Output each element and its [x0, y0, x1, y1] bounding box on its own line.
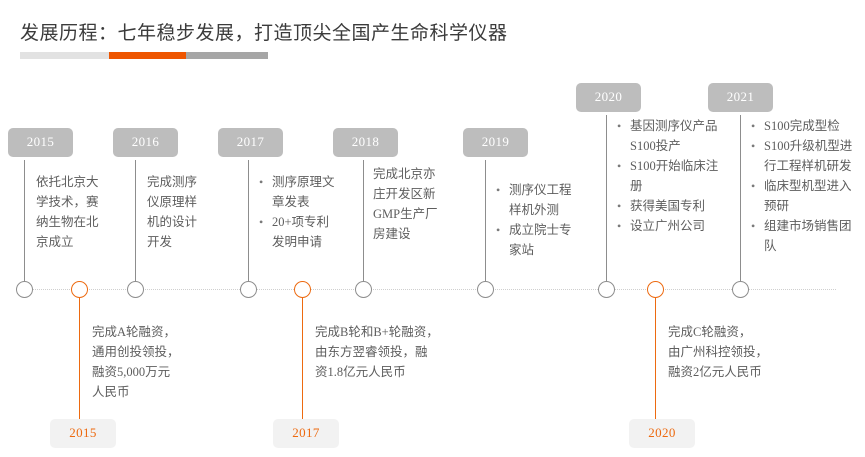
- timeline-node-gray-7[interactable]: [477, 281, 494, 298]
- timeline-node-gray-1[interactable]: [16, 281, 33, 298]
- title-block: 发展历程：七年稳步发展，打造顶尖全国产生命科学仪器: [20, 18, 840, 59]
- list-item: S100完成型检: [751, 116, 854, 136]
- rule-segment-orange: [109, 52, 187, 59]
- timeline-node-gray-3[interactable]: [127, 281, 144, 298]
- list-item: 临床型机型进入预研: [751, 176, 854, 216]
- funding-stem-2015: [79, 297, 80, 419]
- milestone-year-chip-2021[interactable]: 2021: [708, 83, 773, 112]
- milestone-list-2020: 基因测序仪产品S100投产S100开始临床注册获得美国专利设立广州公司: [616, 116, 722, 236]
- milestone-body-2019: 测序仪工程样机外测成立院士专家站: [495, 180, 573, 260]
- funding-year-chip-2015[interactable]: 2015: [50, 419, 116, 448]
- funding-year-chip-2017[interactable]: 2017: [273, 419, 339, 448]
- timeline-node-gray-6[interactable]: [355, 281, 372, 298]
- milestone-stem-2018: [363, 160, 364, 281]
- funding-text-line: 由广州科控领投，: [668, 345, 769, 359]
- funding-body-2015: 完成A轮融资， 通用创投领投， 融资5,000万元人民币: [92, 322, 180, 402]
- milestone-stem-2015: [24, 160, 25, 281]
- list-item: 基因测序仪产品S100投产: [617, 116, 722, 156]
- funding-text-line: 融资5,000万元: [92, 365, 171, 379]
- list-item: S100开始临床注册: [617, 156, 722, 196]
- milestone-list-2019: 测序仪工程样机外测成立院士专家站: [495, 180, 573, 260]
- timeline-node-orange-5[interactable]: [294, 281, 311, 298]
- funding-text-line: 资1.8亿元人民币: [315, 365, 406, 379]
- milestone-year-chip-2020[interactable]: 2020: [576, 83, 641, 112]
- timeline-node-gray-8[interactable]: [598, 281, 615, 298]
- milestone-text: 依托北京大学技术，赛纳生物在北京成立: [36, 175, 99, 249]
- funding-text-line: 完成C轮融资，: [668, 325, 752, 339]
- timeline-node-orange-2[interactable]: [71, 281, 88, 298]
- milestone-stem-2017: [248, 160, 249, 281]
- funding-text-line: 融资2亿元人民币: [668, 365, 762, 379]
- milestone-body-2021: S100完成型检S100升级机型进行工程样机研发临床型机型进入预研组建市场销售团…: [750, 116, 854, 256]
- milestone-text: 完成北京亦庄开发区新GMP生产厂房建设: [373, 167, 438, 241]
- funding-text-line: 人民币: [92, 385, 130, 399]
- milestone-list-2021: S100完成型检S100升级机型进行工程样机研发临床型机型进入预研组建市场销售团…: [750, 116, 854, 256]
- funding-stem-2020: [655, 297, 656, 419]
- milestone-body-2016: 完成测序仪原理样机的设计开发: [147, 172, 207, 252]
- milestone-body-2018: 完成北京亦庄开发区新GMP生产厂房建设: [373, 164, 439, 244]
- milestone-stem-2020: [606, 115, 607, 281]
- milestone-year-chip-2015[interactable]: 2015: [8, 128, 73, 157]
- list-item: 获得美国专利: [617, 196, 722, 216]
- milestone-year-chip-2017[interactable]: 2017: [218, 128, 283, 157]
- funding-text-line: 由东方翌睿领投，融: [315, 345, 428, 359]
- list-item: 测序原理文章发表: [259, 172, 336, 212]
- milestone-year-chip-2018[interactable]: 2018: [333, 128, 398, 157]
- page-title: 发展历程：七年稳步发展，打造顶尖全国产生命科学仪器: [20, 23, 508, 44]
- milestone-year-chip-2019[interactable]: 2019: [463, 128, 528, 157]
- funding-year-chip-2020[interactable]: 2020: [629, 419, 695, 448]
- title-accent-rule: [20, 52, 268, 59]
- timeline-node-gray-4[interactable]: [240, 281, 257, 298]
- milestone-year-chip-2016[interactable]: 2016: [113, 128, 178, 157]
- milestone-list-2017: 测序原理文章发表20+项专利发明申请: [258, 172, 336, 252]
- funding-text-line: 完成B轮和B+轮融资，: [315, 325, 439, 339]
- milestone-body-2017: 测序原理文章发表20+项专利发明申请: [258, 172, 336, 252]
- list-item: 20+项专利发明申请: [259, 212, 336, 252]
- milestone-stem-2016: [135, 160, 136, 281]
- list-item: S100升级机型进行工程样机研发: [751, 136, 854, 176]
- timeline-node-orange-9[interactable]: [647, 281, 664, 298]
- funding-body-2017: 完成B轮和B+轮融资， 由东方翌睿领投，融资1.8亿元人民币: [315, 322, 439, 382]
- milestone-body-2020: 基因测序仪产品S100投产S100开始临床注册获得美国专利设立广州公司: [616, 116, 722, 236]
- list-item: 组建市场销售团队: [751, 216, 854, 256]
- list-item: 成立院士专家站: [496, 220, 573, 260]
- milestone-text: 完成测序仪原理样机的设计开发: [147, 175, 198, 249]
- milestone-body-2015: 依托北京大学技术，赛纳生物在北京成立: [36, 172, 110, 252]
- list-item: 设立广州公司: [617, 216, 722, 236]
- list-item: 测序仪工程样机外测: [496, 180, 573, 220]
- rule-segment-light: [20, 52, 110, 59]
- rule-segment-gray: [186, 52, 268, 59]
- funding-text-line: 完成A轮融资，: [92, 325, 177, 339]
- funding-text-line: 通用创投领投，: [92, 345, 180, 359]
- milestone-stem-2021: [740, 115, 741, 281]
- timeline-node-gray-10[interactable]: [732, 281, 749, 298]
- funding-stem-2017: [302, 297, 303, 419]
- timeline-axis: [24, 289, 836, 290]
- milestone-stem-2019: [485, 160, 486, 281]
- funding-body-2020: 完成C轮融资， 由广州科控领投， 融资2亿元人民币: [668, 322, 768, 382]
